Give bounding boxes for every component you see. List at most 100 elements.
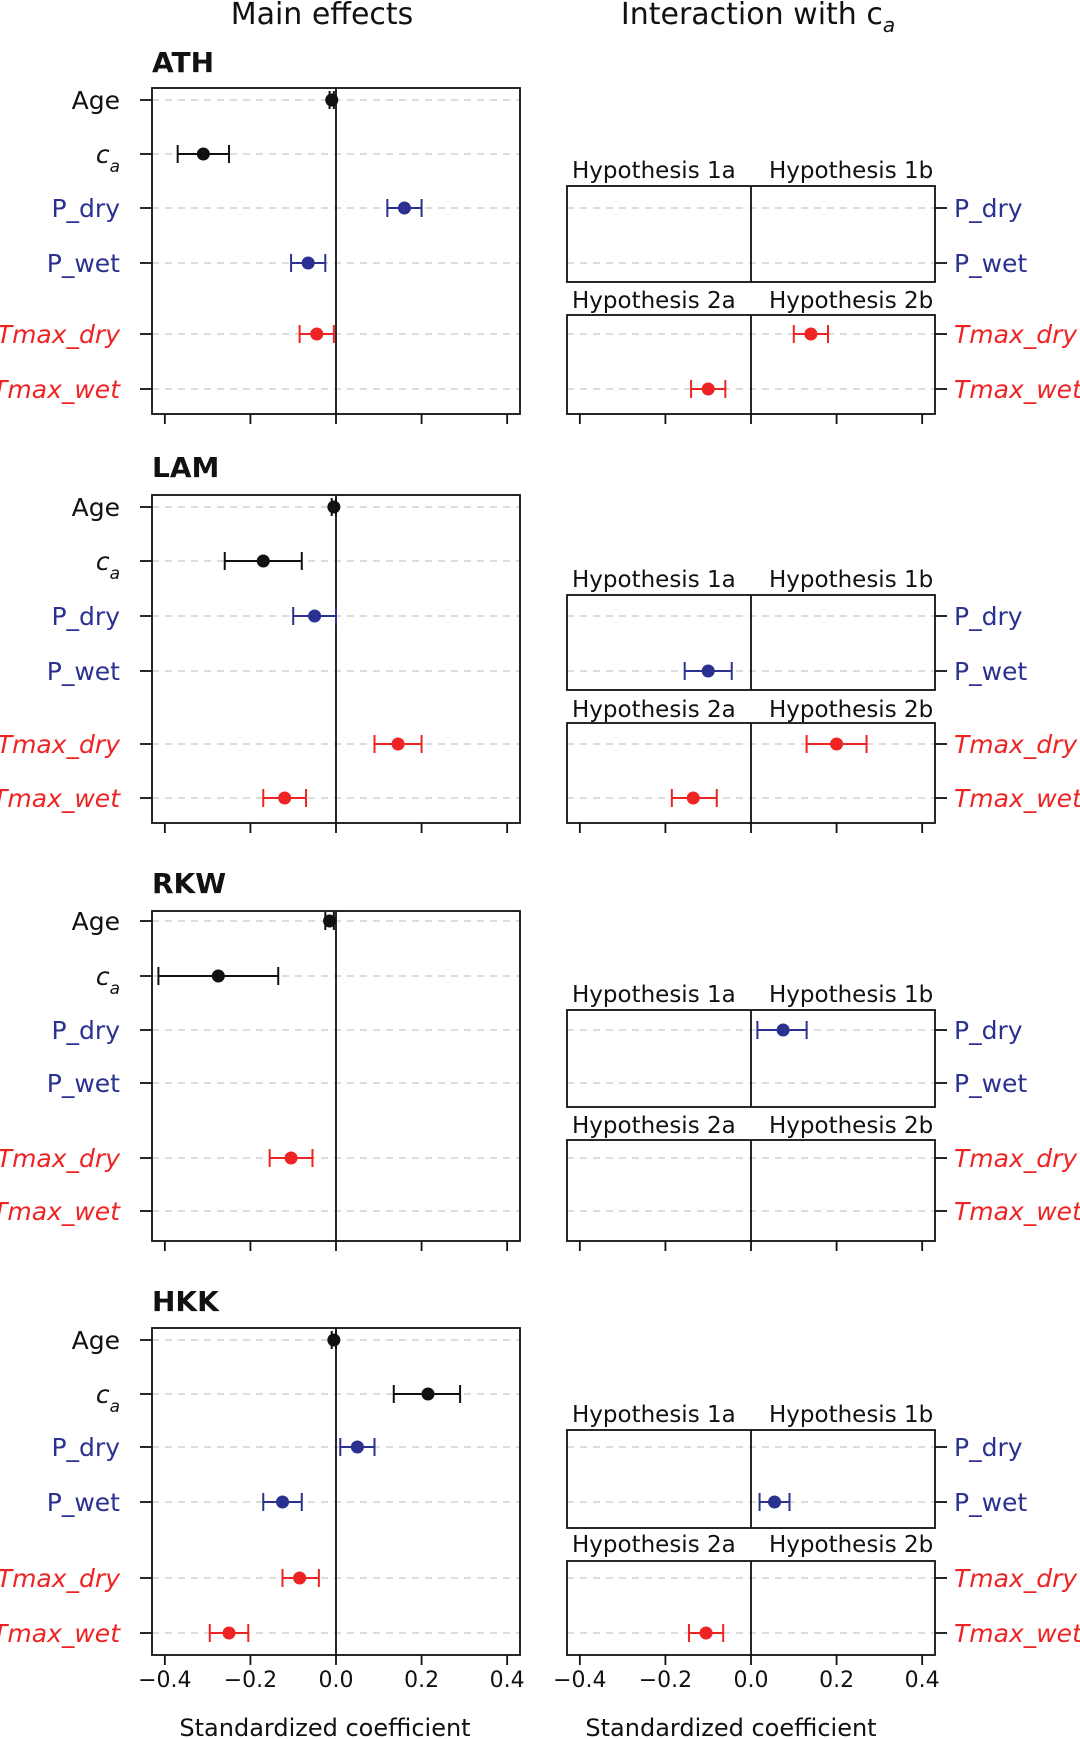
rkw-hypothesis-h1b: Hypothesis 1b [769,982,933,1008]
right-column-title: Interaction with ca [621,0,895,37]
hkk-main-label-tmax_wet: Tmax_wet [0,1619,121,1648]
ath-hypothesis-h2a: Hypothesis 2a [572,288,736,314]
ath-main-label-tmax_dry-text: Tmax_dry [0,320,121,349]
ath-main-age-estimate [325,93,339,107]
ath-main-label-ca-subscript: a [110,157,120,177]
hkk-main-p_dry-estimate [350,1440,364,1454]
site-name-hkk: HKK [152,1285,220,1318]
hkk-int-label-p_dry-text: P_dry [954,1433,1023,1462]
ath-int-label-p_dry: P_dry [954,194,1023,223]
hkk-int-tmax_wet-estimate [699,1626,713,1640]
ath-main-tmax_dry-estimate [310,327,324,341]
lam-int-label-tmax_dry: Tmax_dry [954,730,1078,759]
hkk-main-label-ca-subscript: a [110,1397,120,1417]
right-column-title-main: Interaction with c [621,0,883,32]
hkk-main-x-tick-label-3: 0.2 [404,1668,439,1693]
hkk-int-label-tmax_dry: Tmax_dry [954,1564,1078,1593]
lam-main-label-ca-subscript: a [110,564,120,584]
hkk-int-label-tmax_wet: Tmax_wet [954,1619,1080,1648]
lam-int-label-p_wet-text: P_wet [954,657,1027,686]
lam-main-label-tmax_dry: Tmax_dry [0,730,121,759]
ath-int-label-tmax_wet-text: Tmax_wet [954,375,1080,404]
rkw-int-label-tmax_dry: Tmax_dry [954,1144,1078,1173]
rkw-int-label-p_dry-text: P_dry [954,1016,1023,1045]
rkw-main-label-tmax_dry-text: Tmax_dry [0,1144,121,1173]
ath-main-p_wet-estimate [301,256,315,270]
hkk-hypothesis-h1a: Hypothesis 1a [572,1402,736,1428]
hkk-int-label-p_dry: P_dry [954,1433,1023,1462]
ath-main-label-tmax_wet: Tmax_wet [0,375,121,404]
left-column-title: Main effects [231,0,414,32]
hkk-main-age-estimate [327,1333,341,1347]
rkw-main-label-tmax_wet-text: Tmax_wet [0,1197,121,1226]
lam-int-label-tmax_wet: Tmax_wet [954,784,1080,813]
hkk-main-label-tmax_dry: Tmax_dry [0,1564,121,1593]
ath-main-label-ca-text: c [96,140,110,169]
rkw-hypothesis-h2a: Hypothesis 2a [572,1113,736,1139]
panels-layer: ATHAgecaP_dryP_wetTmax_dryTmax_wetP_dryP… [0,46,1080,1693]
rkw-main-label-tmax_dry: Tmax_dry [0,1144,121,1173]
lam-int-tmax_dry-estimate [830,737,844,751]
lam-hypothesis-h1b: Hypothesis 1b [769,567,933,593]
ath-int-label-tmax_dry: Tmax_dry [954,320,1078,349]
ath-main-label-age-text: Age [72,86,120,115]
ath-main-ca-estimate [196,147,210,161]
lam-main-p_dry-estimate [308,609,322,623]
lam-main-age-estimate [327,500,341,514]
site-name-lam: LAM [152,451,219,484]
lam-hypothesis-h2b: Hypothesis 2b [769,697,933,723]
ath-hypothesis-h1a: Hypothesis 1a [572,158,736,184]
rkw-main-label-p_wet: P_wet [47,1069,120,1098]
lam-main-tmax_dry-estimate [391,737,405,751]
hkk-main-label-ca: ca [96,1380,120,1417]
hkk-main-label-p_dry-text: P_dry [51,1433,120,1462]
hkk-main-label-p_wet-text: P_wet [47,1488,120,1517]
rkw-int-label-tmax_wet: Tmax_wet [954,1197,1080,1226]
lam-hypothesis-h1a: Hypothesis 1a [572,567,736,593]
hkk-int-x-tick-label-3: 0.2 [819,1668,854,1693]
rkw-int-label-tmax_dry-text: Tmax_dry [954,1144,1078,1173]
hkk-main-p_wet-estimate [276,1495,290,1509]
ath-main-label-tmax_wet-text: Tmax_wet [0,375,121,404]
right-column-title-sub: a [883,13,895,37]
lam-main-label-ca-text: c [96,547,110,576]
ath-hypothesis-h2b: Hypothesis 2b [769,288,933,314]
lam-main-label-tmax_wet-text: Tmax_wet [0,784,121,813]
lam-int-label-p_wet: P_wet [954,657,1027,686]
hkk-main-x-tick-label-2: 0.0 [319,1668,354,1693]
hkk-main-tmax_wet-estimate [222,1626,236,1640]
lam-int-tmax_wet-estimate [686,791,700,805]
hkk-int-x-tick-label-1: −0.2 [639,1668,692,1693]
hkk-main-tmax_dry-estimate [293,1571,307,1585]
hkk-main-label-age: Age [72,1326,120,1355]
rkw-main-ca-estimate [211,969,225,983]
hkk-main-x-tick-label-0: −0.4 [138,1668,191,1693]
hkk-main-ca-estimate [421,1387,435,1401]
ath-int-label-p_dry-text: P_dry [954,194,1023,223]
rkw-main-label-ca-text: c [96,962,110,991]
rkw-int-p_dry-estimate [776,1023,790,1037]
hkk-main-label-tmax_dry-text: Tmax_dry [0,1564,121,1593]
lam-main-label-p_dry-text: P_dry [51,602,120,631]
rkw-main-label-age: Age [72,907,120,936]
rkw-main-tmax_dry-estimate [284,1151,298,1165]
lam-main-label-ca: ca [96,547,120,584]
ath-main-label-tmax_dry: Tmax_dry [0,320,121,349]
hkk-int-x-tick-label-0: −0.4 [553,1668,606,1693]
rkw-int-label-p_dry: P_dry [954,1016,1023,1045]
ath-main-label-ca: ca [96,140,120,177]
lam-int-label-p_dry-text: P_dry [954,602,1023,631]
right-x-axis-label: Standardized coefficient [585,1714,876,1739]
lam-main-label-p_wet: P_wet [47,657,120,686]
site-name-ath: ATH [152,46,214,79]
ath-int-label-p_wet: P_wet [954,249,1027,278]
hkk-int-p_wet-estimate [768,1495,782,1509]
hkk-main-label-tmax_wet-text: Tmax_wet [0,1619,121,1648]
rkw-int-label-tmax_wet-text: Tmax_wet [954,1197,1080,1226]
hkk-int-label-p_wet-text: P_wet [954,1488,1027,1517]
hkk-int-label-tmax_dry-text: Tmax_dry [954,1564,1078,1593]
ath-int-label-p_wet-text: P_wet [954,249,1027,278]
hkk-hypothesis-h2a: Hypothesis 2a [572,1532,736,1558]
lam-main-label-tmax_dry-text: Tmax_dry [0,730,121,759]
ath-main-label-p_dry: P_dry [51,194,120,223]
